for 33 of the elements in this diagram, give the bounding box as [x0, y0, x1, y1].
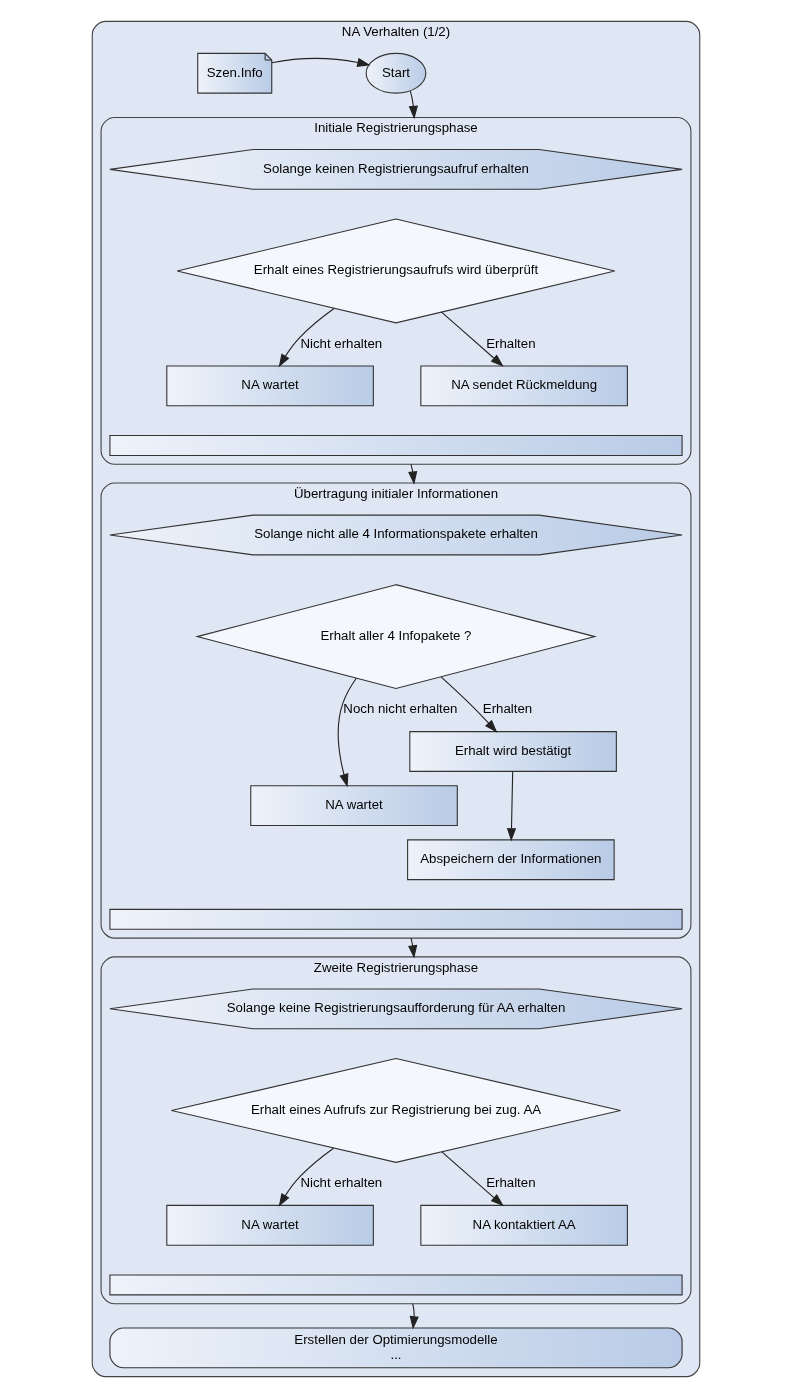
- node-box: NA wartet: [166, 1204, 374, 1246]
- node-diamond: Erhalt eines Aufrufs zur Registrierung bei zug. AA: [170, 1057, 622, 1163]
- node-ellipse: Start: [365, 52, 427, 94]
- edge-label: Erhalten: [486, 335, 536, 351]
- node-box: NA kontaktiert AA: [420, 1204, 628, 1246]
- node-box: NA wartet: [166, 365, 374, 407]
- arrow: [440, 676, 498, 733]
- node-box: Abspeichern der Informationen: [407, 839, 615, 881]
- edge-label: Nicht erhalten: [300, 335, 383, 351]
- arrow: [408, 463, 418, 485]
- arrow: [440, 311, 504, 367]
- arrow: [278, 307, 335, 368]
- arrow: [278, 1147, 335, 1207]
- node-box: NA sendet Rückmeldung: [420, 365, 628, 407]
- node-box: [109, 908, 683, 930]
- node-box: [109, 435, 683, 456]
- arrow: [408, 90, 418, 120]
- node-box: [109, 1274, 683, 1296]
- node-box: Erstellen der Optimierungsmodelle ...: [109, 1327, 683, 1369]
- edge-label: Nicht erhalten: [300, 1175, 383, 1191]
- arrow: [271, 57, 371, 67]
- arrow: [441, 1151, 504, 1207]
- node-box: Erhalt wird bestätigt: [409, 731, 617, 772]
- edge-label: Erhalten: [482, 701, 533, 717]
- edge-label: Noch nicht erhalten: [343, 701, 458, 717]
- node-box: NA wartet: [250, 785, 458, 826]
- node-diamond: Erhalt eines Registrierungsaufrufs wird überprüft: [176, 218, 616, 324]
- arrow: [337, 677, 357, 788]
- node-diamond: Erhalt aller 4 Infopakete ?: [195, 584, 597, 690]
- arrow: [506, 770, 517, 842]
- arrow: [408, 937, 418, 959]
- edge-label: Erhalten: [486, 1175, 536, 1191]
- arrow: [409, 1303, 419, 1330]
